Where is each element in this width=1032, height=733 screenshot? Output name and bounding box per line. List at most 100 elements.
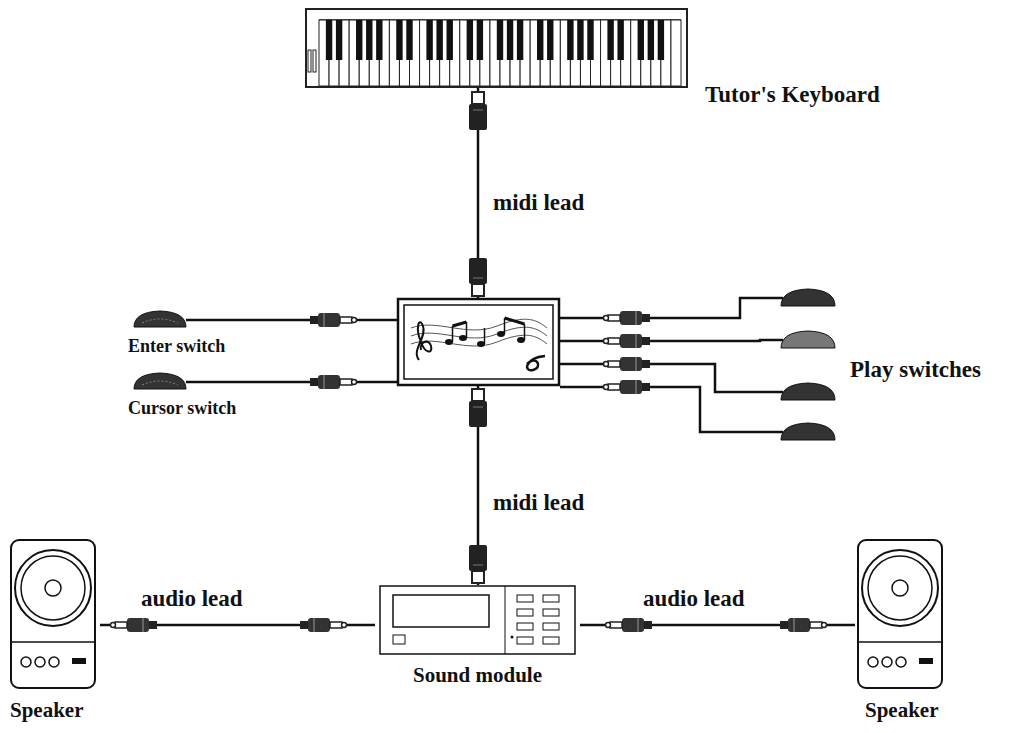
speaker-node: Speaker xyxy=(855,538,947,728)
midi-plug xyxy=(469,545,487,583)
midi-plug xyxy=(469,258,487,296)
speaker-cone xyxy=(868,556,932,620)
black-key xyxy=(537,20,543,60)
black-key xyxy=(396,20,402,60)
cable-label: midi lead xyxy=(490,190,587,216)
cable-label: audio lead xyxy=(640,586,748,612)
node-label: Sound module xyxy=(413,663,542,687)
speaker-knob xyxy=(35,657,45,667)
jack-plug xyxy=(310,375,357,389)
switch-dome-texture xyxy=(142,319,178,323)
black-key xyxy=(336,20,342,60)
speaker-divider xyxy=(858,641,942,643)
switch-cable xyxy=(775,431,783,434)
black-key xyxy=(587,20,593,60)
module-divider xyxy=(505,586,506,654)
black-key xyxy=(638,20,644,60)
module-slot xyxy=(393,635,405,644)
black-key xyxy=(607,20,613,60)
module-button xyxy=(517,637,533,644)
keyboard-slot xyxy=(313,50,316,72)
speaker-knob xyxy=(896,657,906,667)
midi-plug xyxy=(469,92,487,130)
music-note-beam xyxy=(453,318,525,326)
switch-cable xyxy=(775,391,783,394)
switch-cable xyxy=(775,339,783,342)
switch-dome xyxy=(134,311,186,327)
node-illustration xyxy=(305,8,688,88)
module-button xyxy=(517,623,533,630)
keyboard-node: Tutor's Keyboard xyxy=(305,8,688,88)
black-key xyxy=(567,20,573,60)
jack-plug xyxy=(310,313,357,327)
black-key xyxy=(356,20,362,60)
node-label: Play switches xyxy=(850,357,981,383)
black-key xyxy=(547,20,553,60)
node-illustration xyxy=(397,298,560,386)
jack-plug xyxy=(111,618,158,632)
switch-dome xyxy=(781,423,835,440)
music-note-stem xyxy=(524,324,526,340)
node-label: Cursor switch xyxy=(128,398,236,419)
music-note-stem xyxy=(484,328,486,344)
jack-plug xyxy=(780,618,827,632)
switch-cable xyxy=(186,381,248,384)
interface-outer xyxy=(398,299,559,385)
black-key xyxy=(426,20,432,60)
switch-cable xyxy=(186,319,248,322)
node-label: Enter switch xyxy=(128,336,225,357)
switch-dome xyxy=(781,289,835,306)
speaker-cone xyxy=(21,556,85,620)
black-key xyxy=(326,20,332,60)
speaker-knob xyxy=(882,657,892,667)
speaker-knob xyxy=(21,657,31,667)
module-case xyxy=(380,586,575,654)
switch-cable xyxy=(560,298,775,318)
keyboard-slot xyxy=(308,50,311,72)
switch-dome xyxy=(781,383,835,400)
module-led xyxy=(511,636,514,639)
music-swirl xyxy=(527,356,545,370)
switch-cable xyxy=(775,297,783,300)
cable-label: audio lead xyxy=(138,586,246,612)
treble-clef xyxy=(417,322,432,360)
black-key xyxy=(658,20,664,60)
jack-plug xyxy=(606,618,653,632)
music-note-stem xyxy=(452,326,454,342)
speaker-node: Speaker xyxy=(8,538,100,728)
jack-plug xyxy=(604,357,651,371)
node-label: Tutor's Keyboard xyxy=(705,82,880,108)
keyboard-body xyxy=(306,9,687,87)
switch-cable xyxy=(560,387,775,432)
module-button xyxy=(543,637,559,644)
interface-screen xyxy=(404,305,553,379)
black-key xyxy=(507,20,513,60)
black-key xyxy=(467,20,473,60)
jack-plug xyxy=(604,380,651,394)
switch-dome xyxy=(134,373,186,389)
speaker-cabinet xyxy=(858,540,942,688)
foot-switch: Enter switch xyxy=(128,306,248,358)
speaker-cabinet xyxy=(11,540,95,688)
black-key xyxy=(376,20,382,60)
black-key xyxy=(497,20,503,60)
black-key xyxy=(477,20,483,60)
black-key xyxy=(648,20,654,60)
speaker-cone-rim xyxy=(862,550,938,626)
midi-plug xyxy=(469,389,487,427)
switch-dome xyxy=(781,331,835,348)
music-note-stem xyxy=(504,318,506,334)
speaker-knob xyxy=(868,657,878,667)
module-button xyxy=(517,595,533,602)
speaker-switch xyxy=(919,658,933,664)
speaker-switch xyxy=(72,658,86,664)
module-button xyxy=(543,595,559,602)
node-label: Speaker xyxy=(865,698,939,722)
jack-plug xyxy=(300,618,347,632)
play-switch-group: Play switches xyxy=(775,285,1025,450)
speaker-dustcap xyxy=(892,580,908,596)
black-key xyxy=(366,20,372,60)
music-note-stem xyxy=(466,322,468,338)
black-key xyxy=(617,20,623,60)
